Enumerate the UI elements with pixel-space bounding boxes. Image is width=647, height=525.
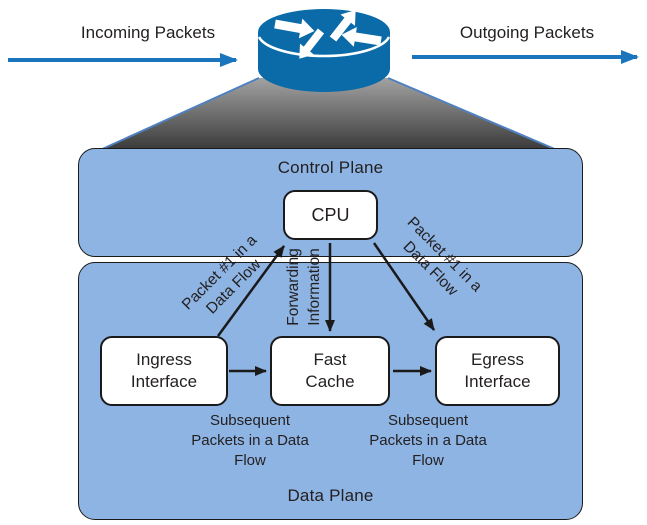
router-arrow-out-down <box>299 28 325 59</box>
incoming-packets-label: Incoming Packets <box>80 23 216 42</box>
funnel-left-edge <box>99 77 260 151</box>
outgoing-packets-label: Outgoing Packets <box>459 23 595 42</box>
forwarding-information-annotation: Forwarding Information <box>285 248 323 326</box>
data-plane-title: Data Plane <box>287 486 374 505</box>
router-arrow-in-left <box>274 18 315 39</box>
ingress-interface-node: Ingress Interface <box>100 336 228 406</box>
funnel-right-edge <box>387 77 558 151</box>
cpu-node: CPU <box>283 190 378 240</box>
subsequent-packets-left-label: Subsequent Packets in a Data Flow <box>191 412 309 469</box>
router-arrow-out-up <box>329 10 356 42</box>
router-icon <box>257 9 391 92</box>
router-zoom-funnel <box>100 78 557 150</box>
router-rim <box>257 36 391 58</box>
subsequent-packets-right-label: Subsequent Packets in a Data Flow <box>369 412 487 469</box>
router-arrow-in-right <box>341 27 382 47</box>
control-plane-title: Control Plane <box>277 158 384 177</box>
fast-cache-node: Fast Cache <box>270 336 390 406</box>
egress-interface-node: Egress Interface <box>435 336 560 406</box>
